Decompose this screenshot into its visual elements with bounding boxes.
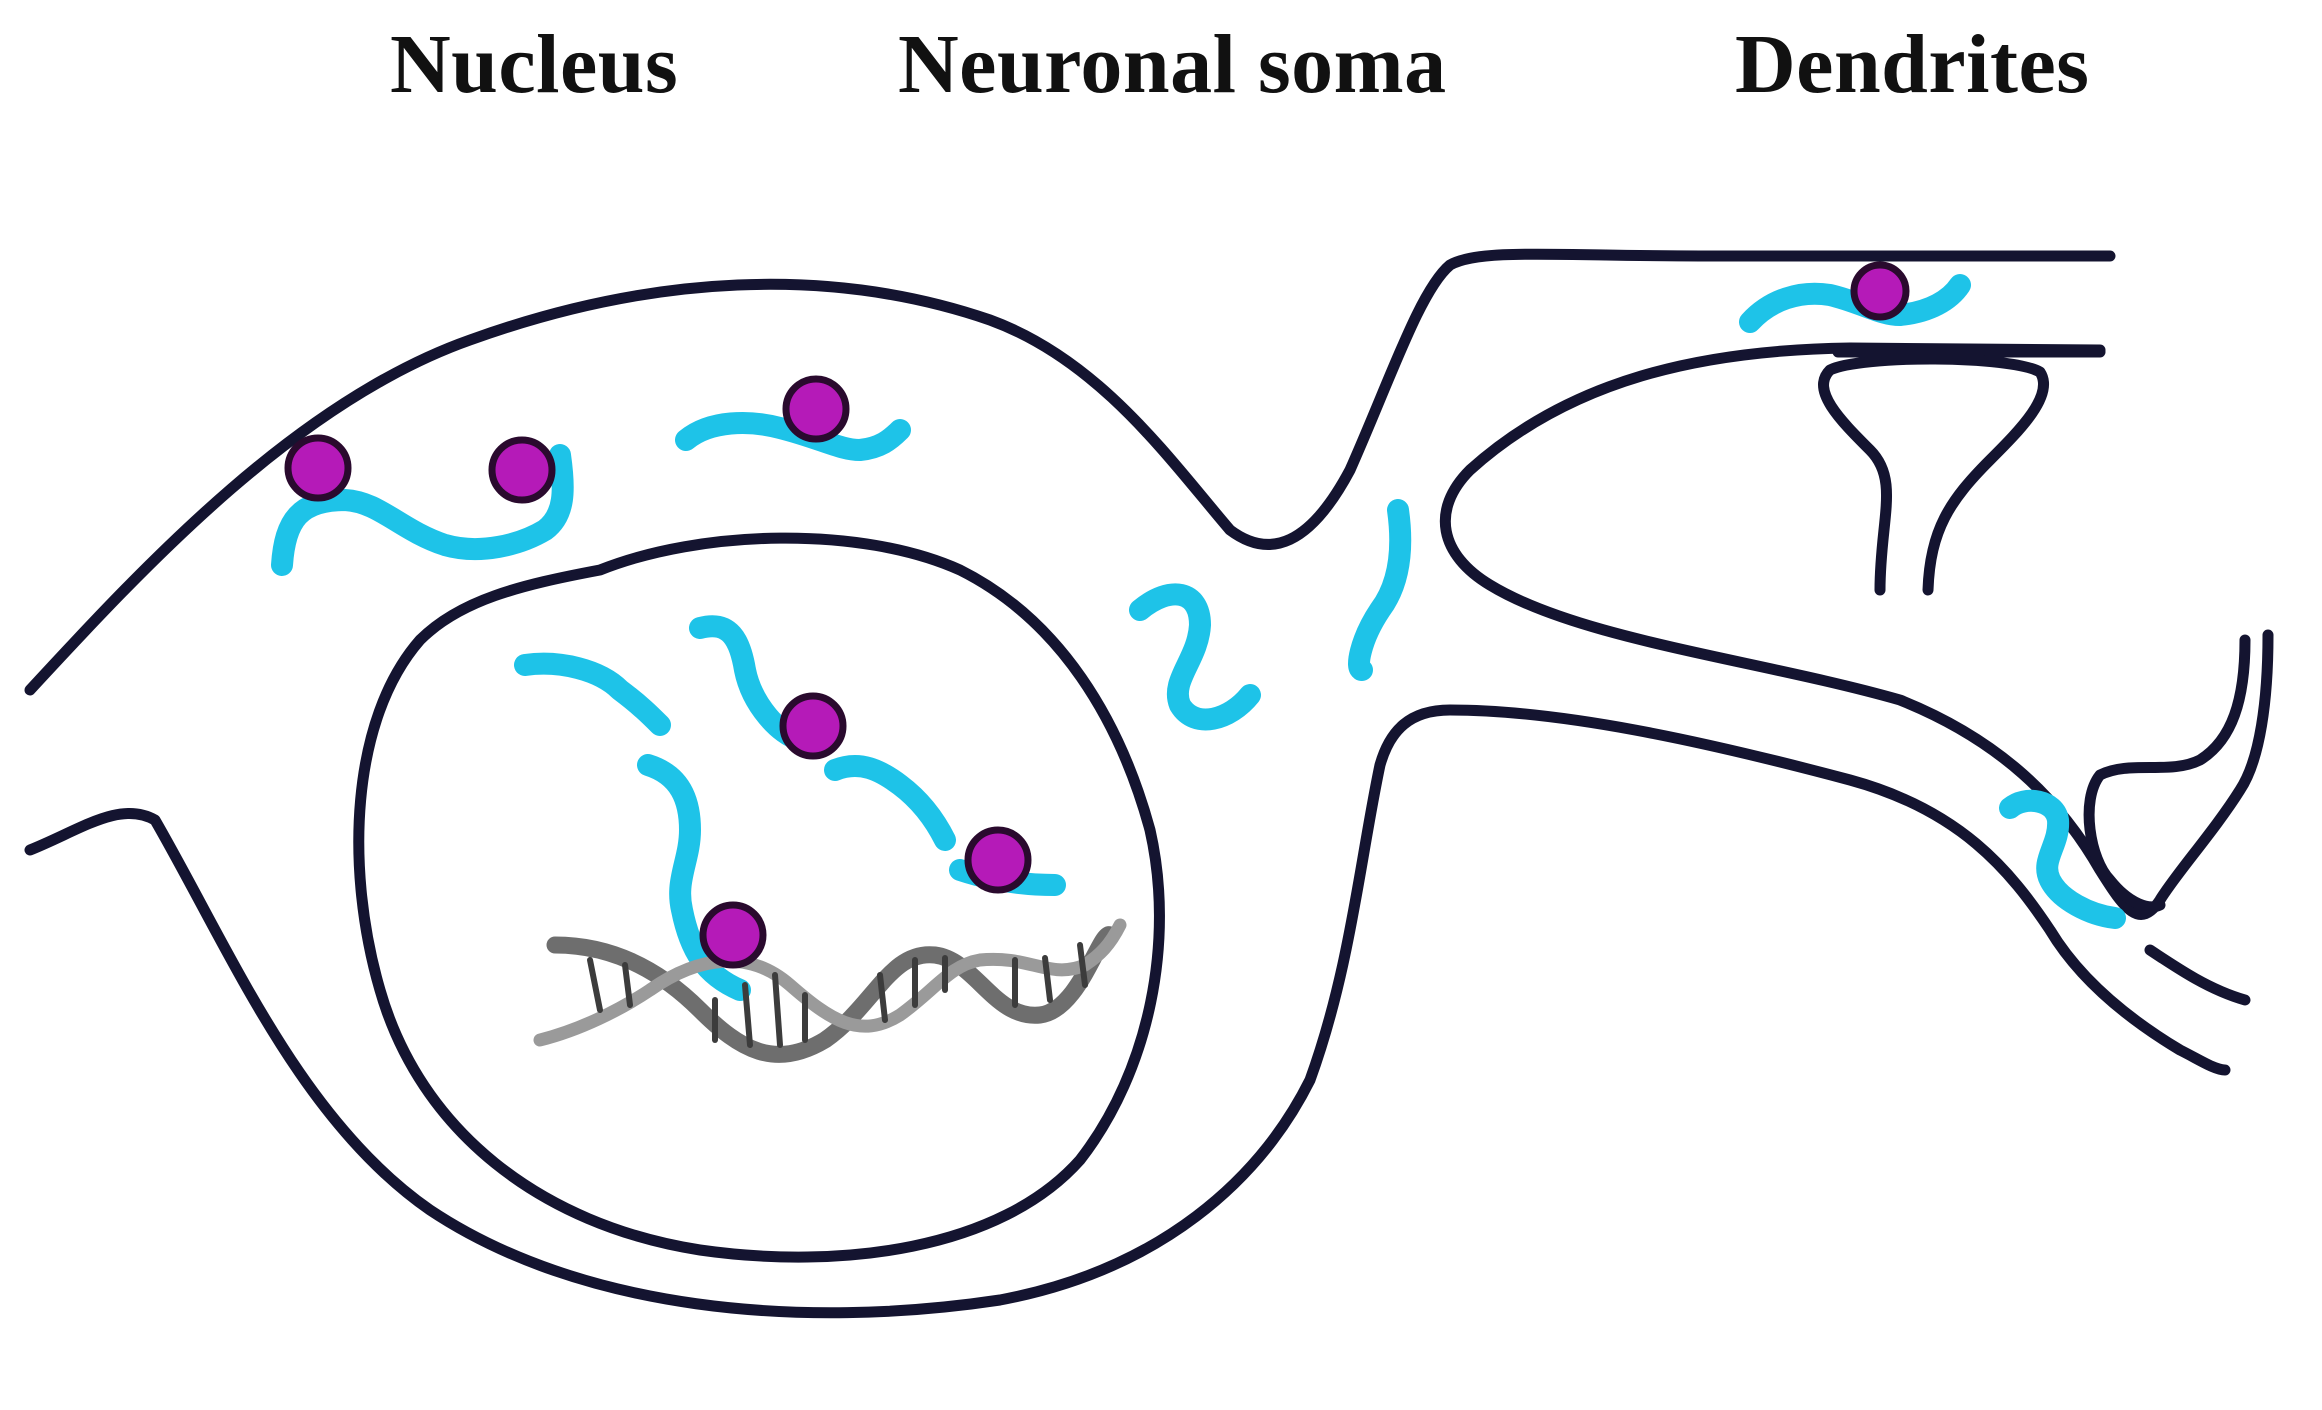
dendrite-inner-branch — [1439, 342, 2274, 920]
mrna-strand — [514, 652, 671, 736]
cytoplasm-mrnas — [271, 261, 2126, 929]
ribosome-protein — [488, 436, 556, 504]
synapse — [1818, 346, 2106, 596]
dna-base-pair — [622, 962, 633, 1008]
soma-membrane-upper — [24, 248, 2116, 696]
nucleus-label: Nucleus — [390, 18, 679, 111]
ribosome-protein — [1850, 261, 1910, 321]
mrna-strand — [1348, 499, 1412, 681]
neuronal-soma-label: Neuronal soma — [898, 18, 1447, 111]
ribosome-protein — [699, 901, 767, 969]
mrna-strand — [1999, 789, 2126, 929]
ribosome-protein — [284, 434, 352, 502]
dna-base-pair — [772, 972, 783, 1048]
nucleus-envelope — [353, 532, 1165, 1263]
ribosome-protein — [779, 692, 847, 760]
presynaptic-terminal — [1818, 353, 2050, 596]
soma-membrane-lower — [24, 704, 2231, 1319]
mrna-strand — [824, 755, 956, 851]
mrna-strand — [1129, 583, 1261, 731]
dendrite-lower-edge — [2144, 944, 2251, 1006]
cell-membrane — [24, 248, 2274, 1319]
dna-base-pair — [1077, 942, 1088, 988]
dna-base-pair — [742, 982, 753, 1048]
dna-base-pair — [877, 972, 888, 1023]
mrna-strand — [271, 444, 574, 576]
dna-strand — [533, 918, 1127, 1047]
dna-base-pair — [1042, 955, 1053, 1003]
nuclear-mrnas — [514, 615, 1066, 1001]
ribosome-protein — [782, 375, 850, 443]
dendrites-label: Dendrites — [1735, 18, 2090, 111]
dna-strand — [546, 926, 1119, 1063]
ribosome-protein — [964, 826, 1032, 894]
dna-helix-icon — [533, 918, 1127, 1063]
dendrite-spine-neck — [2083, 634, 2251, 913]
dna-base-pair — [587, 957, 603, 1013]
